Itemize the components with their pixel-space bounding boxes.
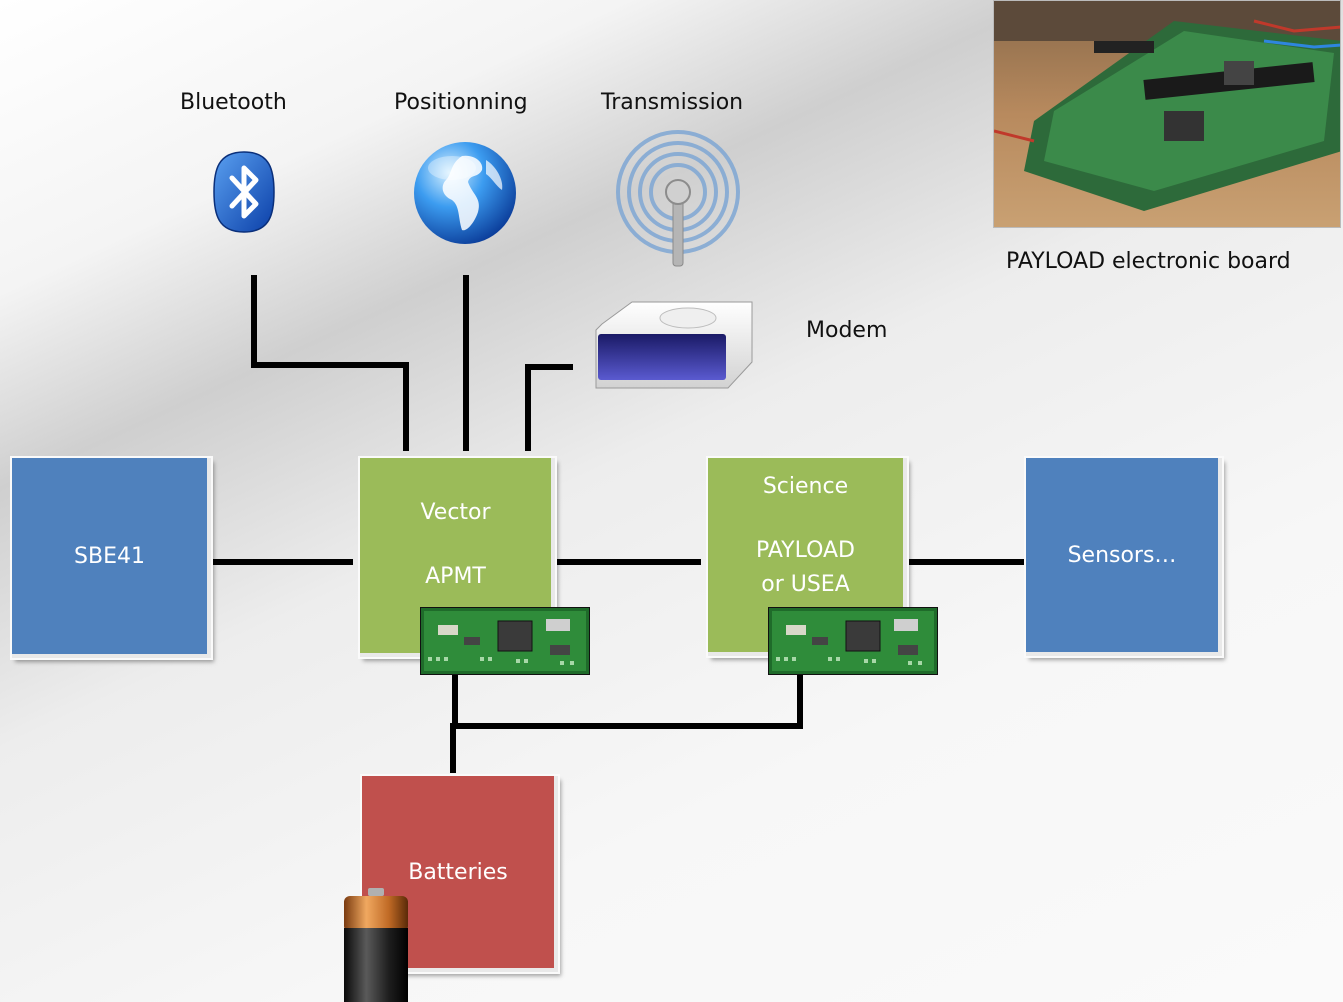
payload-board-photo: [993, 0, 1341, 228]
antenna-icon: [616, 130, 740, 267]
bluetooth-label: Bluetooth: [180, 90, 287, 115]
wire-bluetooth: [251, 275, 409, 451]
payload-label: PAYLOAD: [755, 538, 856, 563]
science-label: Science: [762, 474, 849, 499]
globe-icon: [414, 142, 516, 244]
circuit-board-icon: [420, 607, 590, 675]
photo-caption: PAYLOAD electronic board: [1006, 249, 1291, 274]
vector-label: Vector: [420, 500, 491, 525]
modem-icon: [595, 301, 753, 389]
positioning-label: Positionning: [394, 90, 528, 115]
batteries-label: Batteries: [408, 859, 508, 885]
wire-board-bus: [452, 672, 803, 729]
sensors-box: Sensors…: [1024, 456, 1224, 658]
wire-modem: [525, 364, 573, 451]
sensors-label: Sensors…: [1067, 542, 1177, 568]
modem-label: Modem: [806, 318, 888, 343]
battery-icon: [344, 888, 408, 1002]
transmission-label: Transmission: [601, 90, 744, 115]
usea-label: or USEA: [761, 572, 850, 597]
circuit-board-icon: [768, 607, 938, 675]
sbe41-label: SBE41: [74, 543, 145, 569]
sbe41-box: SBE41: [10, 456, 213, 660]
bluetooth-icon: [213, 151, 275, 233]
apmt-label: APMT: [425, 564, 486, 589]
